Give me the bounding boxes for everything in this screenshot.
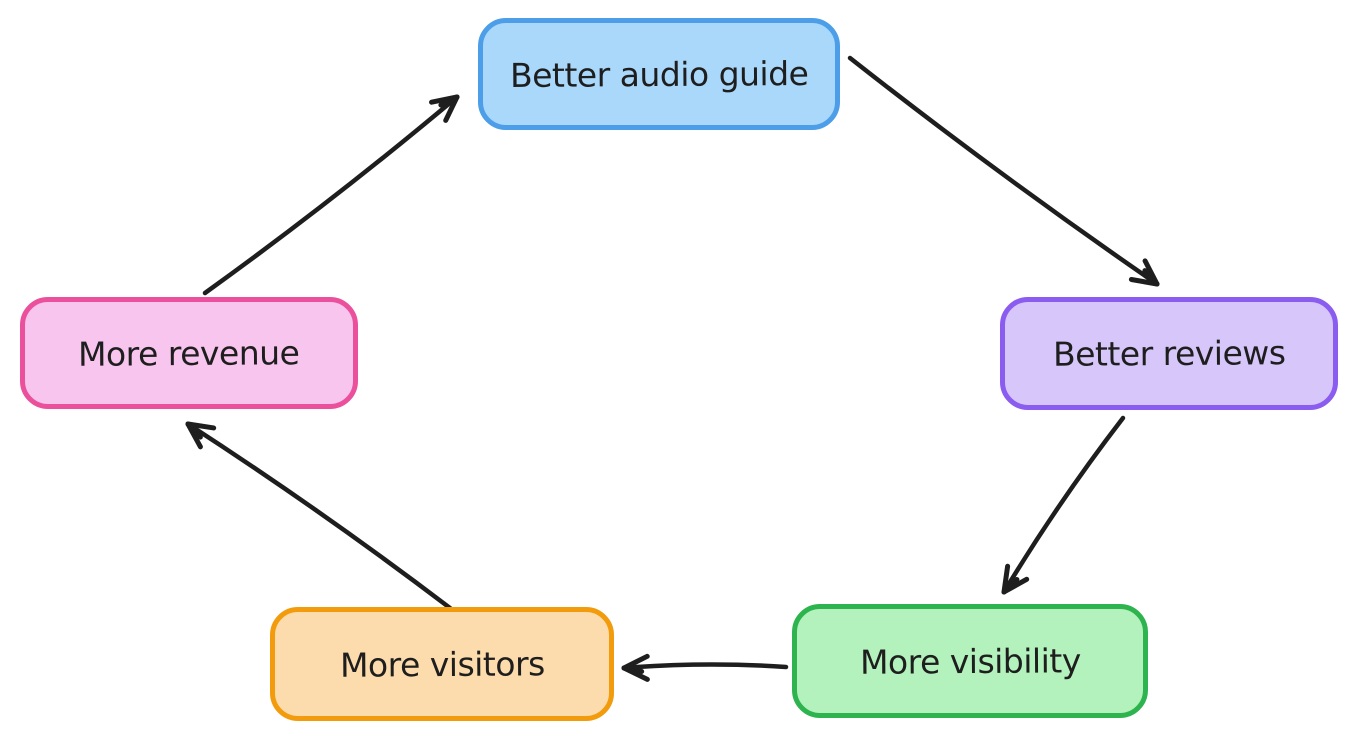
node-better-reviews[interactable]: Better reviews	[1000, 297, 1338, 410]
node-label: More revenue	[78, 332, 300, 374]
edge-revenue-to-audio[interactable]	[202, 94, 460, 296]
node-label: More visitors	[339, 643, 545, 685]
node-label: Better reviews	[1052, 333, 1286, 374]
edge-visibility-to-visitors[interactable]	[621, 653, 789, 682]
edge-audio-to-reviews[interactable]	[847, 55, 1160, 287]
node-more-revenue[interactable]: More revenue	[20, 297, 358, 409]
edge-reviews-to-visibility[interactable]	[1001, 415, 1126, 595]
node-label: More visibility	[859, 640, 1081, 682]
node-label: Better audio guide	[509, 53, 809, 95]
edge-visitors-to-revenue[interactable]	[185, 421, 453, 611]
node-more-visitors[interactable]: More visitors	[270, 607, 614, 721]
node-more-visibility[interactable]: More visibility	[792, 604, 1148, 718]
node-better-audio-guide[interactable]: Better audio guide	[478, 18, 840, 130]
